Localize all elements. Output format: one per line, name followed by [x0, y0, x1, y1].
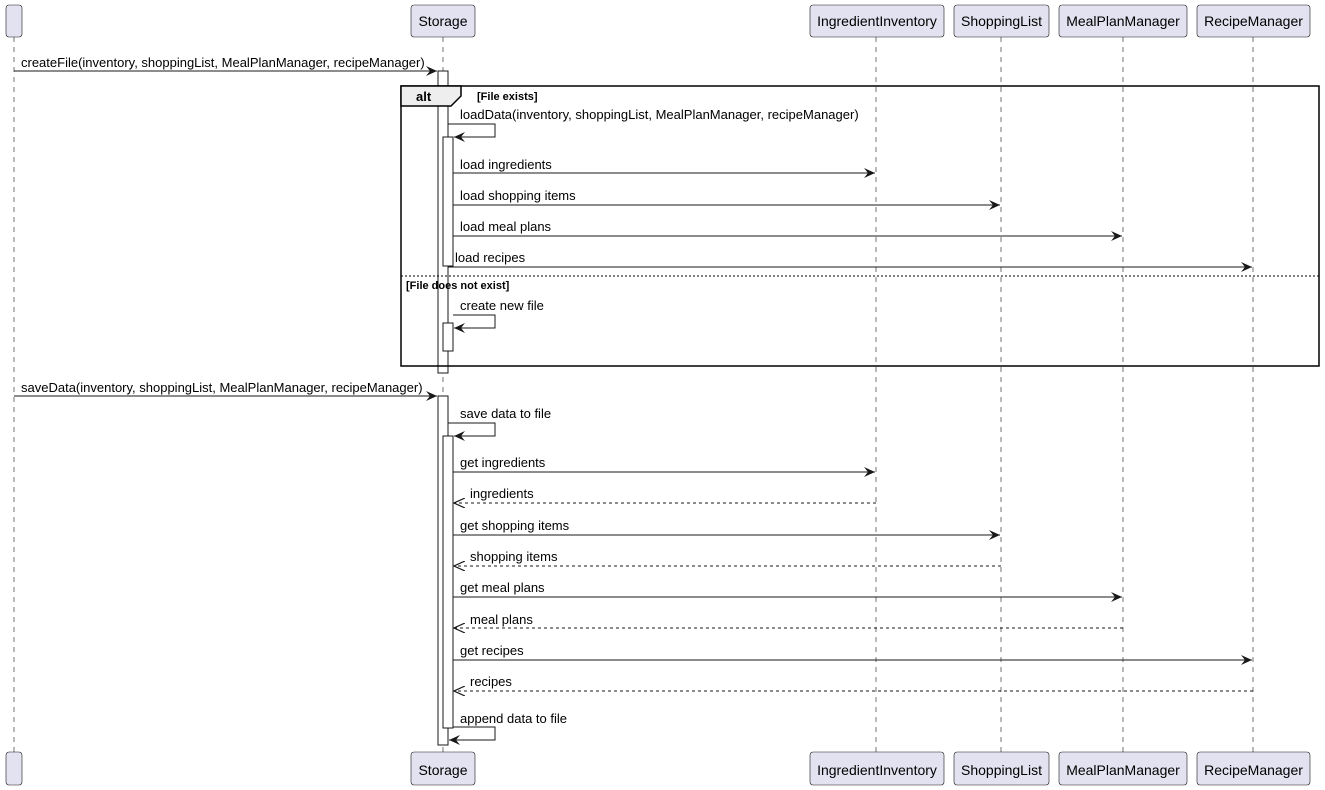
alt-guard-file-exists: [File exists]: [477, 91, 538, 103]
participant-recipe-bottom: RecipeManager: [1196, 751, 1311, 786]
msg-get-shopping-label: get shopping items: [460, 518, 570, 533]
svg-text:Storage: Storage: [418, 13, 467, 29]
msg-createnewfile-label: create new file: [460, 298, 544, 313]
msg-createfile-label: createFile(inventory, shoppingList, Meal…: [21, 55, 425, 70]
msg-get-meal-label: get meal plans: [460, 580, 545, 595]
msg-loaddata-label: loadData(inventory, shoppingList, MealPl…: [460, 107, 859, 122]
msg-ret-ingredients-label: ingredients: [470, 486, 534, 501]
msg-load-shopping-label: load shopping items: [460, 188, 576, 203]
participant-inventory-top: IngredientInventory: [809, 4, 945, 38]
msg-load-recipes-label: load recipes: [455, 250, 526, 265]
participant-recipe-top: RecipeManager: [1196, 4, 1311, 38]
msg-ret-shopping-label: shopping items: [470, 549, 558, 564]
alt-guard-file-not-exists: [File does not exist]: [406, 280, 510, 292]
activation-loaddata: [442, 136, 454, 267]
msg-ret-recipes-label: recipes: [470, 674, 512, 689]
participant-mealplan-top: MealPlanManager: [1058, 4, 1188, 38]
participant-shopping-bottom: ShoppingList: [953, 751, 1050, 786]
svg-text:RecipeManager: RecipeManager: [1204, 762, 1303, 778]
msg-append-label: append data to file: [460, 711, 567, 726]
alt-operator-label: alt: [416, 89, 432, 104]
participant-caller-top: [5, 4, 23, 38]
participant-shopping-top: ShoppingList: [953, 4, 1050, 38]
svg-text:RecipeManager: RecipeManager: [1204, 13, 1303, 29]
svg-text:ShoppingList: ShoppingList: [961, 762, 1042, 778]
activation-createnewfile: [442, 322, 454, 352]
msg-savedata-label: saveData(inventory, shoppingList, MealPl…: [21, 380, 423, 395]
msg-load-meal-label: load meal plans: [460, 219, 552, 234]
participant-caller-bottom: [5, 751, 23, 786]
alt-fragment: alt [File exists] [File does not exist]: [400, 85, 1320, 367]
msg-ret-meal-label: meal plans: [470, 612, 533, 627]
svg-text:IngredientInventory: IngredientInventory: [817, 13, 937, 29]
msg-append-arrow: [449, 726, 496, 745]
msg-loaddata-arrow: [448, 123, 496, 142]
msg-load-ingredients-label: load ingredients: [460, 157, 552, 172]
participant-inventory-bottom: IngredientInventory: [809, 751, 945, 786]
msg-savetofile-label: save data to file: [460, 406, 551, 421]
svg-text:IngredientInventory: IngredientInventory: [817, 762, 937, 778]
svg-text:MealPlanManager: MealPlanManager: [1066, 762, 1180, 778]
svg-text:Storage: Storage: [418, 762, 467, 778]
msg-savetofile-arrow: [448, 422, 496, 441]
svg-text:MealPlanManager: MealPlanManager: [1066, 13, 1180, 29]
msg-get-ingredients-label: get ingredients: [460, 455, 546, 470]
msg-createnewfile-arrow: [453, 314, 496, 333]
svg-text:ShoppingList: ShoppingList: [961, 13, 1042, 29]
msg-get-recipes-label: get recipes: [460, 643, 524, 658]
participant-storage-bottom: Storage: [410, 751, 476, 786]
activation-savetofile: [442, 435, 454, 729]
participant-mealplan-bottom: MealPlanManager: [1058, 751, 1188, 786]
participant-storage-top: Storage: [410, 4, 476, 38]
